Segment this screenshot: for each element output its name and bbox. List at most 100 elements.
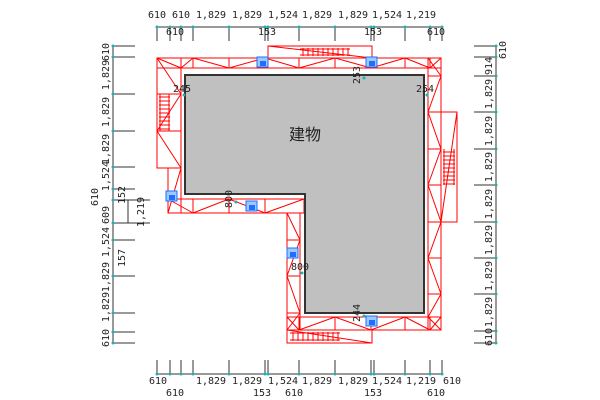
dimension-point — [362, 76, 366, 80]
dimension-point — [263, 372, 267, 376]
dimension-point — [234, 200, 238, 204]
dimension-label: 1,829 — [484, 225, 495, 255]
dimension-point — [111, 129, 115, 133]
wall-tie-icon — [249, 205, 255, 210]
dimension-label: 153 — [253, 388, 271, 399]
brace-line — [180, 57, 194, 69]
brace-line — [404, 57, 431, 69]
dimension-point — [111, 274, 115, 278]
clearance-label: 253 — [352, 66, 363, 84]
dimension-label: 1,829 — [484, 261, 495, 291]
brace-line — [427, 184, 442, 223]
dimension-point — [362, 314, 366, 318]
dimension-point — [369, 25, 373, 29]
dimension-point — [111, 198, 115, 202]
dimension-point — [111, 165, 115, 169]
dimension-point — [111, 341, 115, 345]
dimension-lines — [111, 25, 498, 376]
brace-line — [298, 316, 336, 331]
dimension-point — [300, 271, 304, 275]
dimension-point — [440, 372, 444, 376]
brace-line — [427, 111, 442, 150]
dimension-label: 1,829 — [338, 10, 368, 21]
dimension-point — [403, 25, 407, 29]
dimension-point — [227, 372, 231, 376]
clearance-label: 800 — [291, 262, 309, 273]
dimension-label: 153 — [258, 27, 276, 38]
scaffold-layout — [156, 45, 458, 344]
dimension-label: 610 — [443, 376, 461, 387]
dimension-label: 153 — [364, 27, 382, 38]
ladder-icon — [159, 94, 170, 131]
dimension-point — [227, 25, 231, 29]
dimension-point — [111, 44, 115, 48]
dimension-point — [111, 330, 115, 334]
dimension-point — [263, 25, 267, 29]
dimension-label: 1,829 — [232, 10, 262, 21]
dimension-point — [494, 183, 498, 187]
ladder-icon — [300, 48, 350, 56]
dimension-point — [440, 25, 444, 29]
dimension-point — [111, 311, 115, 315]
ladder-icon — [290, 332, 340, 341]
dimension-point — [182, 93, 186, 97]
dimension-point — [494, 147, 498, 151]
dimension-label: 1,219 — [406, 376, 436, 387]
dimension-point — [494, 292, 498, 296]
dimension-label: 1,829 — [101, 60, 112, 90]
dimension-label: 1,524 — [372, 376, 402, 387]
dimension-label: 610 — [285, 388, 303, 399]
dimension-label: 1,829 — [484, 297, 495, 327]
dimension-label: 1,829 — [101, 292, 112, 322]
brace-line — [286, 316, 300, 331]
brace-line — [156, 57, 182, 69]
clearance-label: 254 — [416, 84, 434, 95]
dimension-point — [155, 372, 159, 376]
dimension-label: 1,829 — [484, 116, 495, 146]
dimension-label: 1,524 — [372, 10, 402, 21]
dimension-label: 1,524 — [101, 161, 112, 191]
dimension-label: 610 — [427, 27, 445, 38]
dimension-point — [428, 372, 432, 376]
dimension-point — [428, 25, 432, 29]
brace-line — [286, 329, 373, 344]
dimension-label: 1,829 — [101, 134, 112, 164]
brace-line — [334, 316, 372, 331]
brace-line — [427, 57, 442, 77]
wall-tie-icon — [260, 61, 266, 66]
dimension-label: 1,829 — [338, 376, 368, 387]
dimension-point — [297, 372, 301, 376]
dimension-point — [372, 372, 376, 376]
clearance-label: 800 — [224, 190, 235, 208]
dimension-label: 610 — [101, 43, 112, 61]
brace-line — [370, 316, 406, 331]
dimension-label: 1,829 — [484, 189, 495, 219]
brace-line — [427, 75, 442, 113]
dimension-point — [494, 55, 498, 59]
dimension-label: 153 — [364, 388, 382, 399]
dimension-label: 610 — [166, 388, 184, 399]
dimension-point — [191, 25, 195, 29]
brace-line — [286, 312, 301, 331]
dimension-label: 1,219 — [136, 197, 147, 227]
dimension-label: 1,524 — [268, 10, 298, 21]
dimension-label: 610 — [484, 328, 495, 346]
dimension-label: 1,829 — [484, 152, 495, 182]
dimension-point — [297, 25, 301, 29]
clearance-label: 245 — [173, 84, 191, 95]
dimension-point — [494, 341, 498, 345]
dimension-point — [333, 25, 337, 29]
dimension-label: 152 — [117, 186, 128, 204]
dimension-label: 1,219 — [406, 10, 436, 21]
wall-tie-icon — [169, 195, 175, 200]
dimension-point — [191, 372, 195, 376]
brace-line — [427, 293, 442, 318]
dimension-label: 1,829 — [302, 376, 332, 387]
dimension-point — [372, 25, 376, 29]
brace-line — [264, 198, 305, 214]
brace-line — [192, 198, 230, 214]
dimension-point — [111, 187, 115, 191]
dimension-point — [333, 372, 337, 376]
brace-line — [156, 130, 182, 169]
